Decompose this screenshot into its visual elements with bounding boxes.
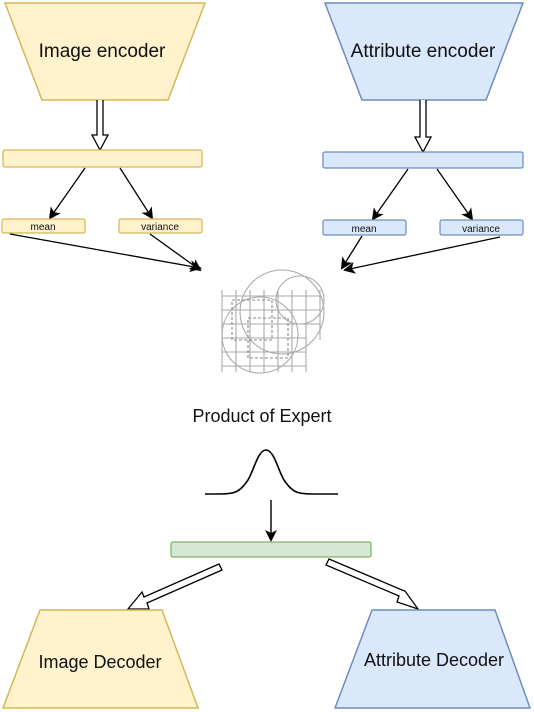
image-bar-to-variance-arrow [119, 167, 154, 220]
attribute-encoder-shape [323, 2, 525, 101]
attribute-bar-to-variance-arrow [436, 168, 474, 221]
attribute-bar-to-mean-arrow [371, 168, 409, 221]
image-mean-label: mean [30, 222, 55, 233]
latent-to-image-decoder-hollow-arrow [126, 563, 223, 610]
latent-to-attribute-decoder-hollow-arrow [325, 558, 420, 611]
image-encoder-hollow-arrow [90, 100, 110, 152]
attribute-decoder-shape [333, 609, 532, 709]
latent-bar [170, 541, 372, 558]
attribute-variance-label: variance [462, 224, 500, 235]
image-variance-to-fusion-arrow [149, 233, 202, 272]
image-encoder-output-bar [2, 149, 203, 168]
image-variance-box [118, 218, 203, 234]
attribute-mean-to-fusion-arrow [340, 235, 363, 270]
product-of-expert-label: Product of Expert [192, 406, 331, 426]
image-variance-label: variance [141, 222, 179, 233]
attribute-mean-box [322, 219, 407, 236]
attribute-variance-box [439, 219, 524, 236]
image-bar-to-mean-arrow [48, 167, 86, 220]
attribute-encoder-output-bar [322, 151, 524, 169]
image-decoder-label: Image Decoder [38, 652, 161, 672]
attribute-variance-to-fusion-arrow [343, 236, 501, 274]
product-of-experts-icon [221, 269, 325, 374]
image-mean-to-fusion-arrow [9, 233, 202, 273]
image-mean-box [1, 218, 86, 234]
image-encoder-shape [3, 2, 207, 101]
image-decoder-shape [1, 609, 200, 709]
gaussian-curve-icon [205, 449, 338, 495]
attribute-decoder-label: Attribute Decoder [364, 650, 504, 670]
attribute-mean-label: mean [351, 224, 376, 235]
image-encoder-label: Image encoder [39, 41, 166, 62]
attribute-encoder-label: Attribute encoder [351, 41, 496, 62]
attribute-encoder-hollow-arrow [413, 100, 433, 154]
